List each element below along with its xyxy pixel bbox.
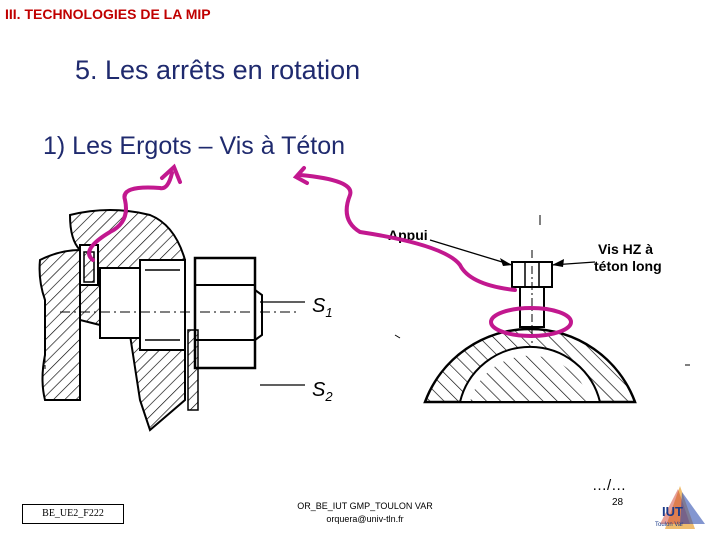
page-number: 28 [612,497,624,508]
annotation-ellipse [489,306,573,338]
ergot-assembly-drawing: S1 S2 [38,209,333,432]
logo-text-iut: IUT [662,504,683,519]
annotation-arrow-head-left [160,163,182,184]
label-vis-line1: Vis HZ à [598,241,653,257]
label-s1: S1 [312,295,333,320]
slide-subtitle: 1) Les Ergots – Vis à Téton [43,132,346,160]
technical-drawing: S1 S2 Appui Vis HZ à téton long [38,163,690,432]
reference-code: BE_UE2_F222 [22,504,124,524]
section-header: III. TECHNOLOGIES DE LA MIP [5,6,211,22]
annotation-arrow-right [298,173,517,292]
footer-line1: OR_BE_IUT GMP_TOULON VAR [297,501,433,511]
teton-screw-drawing: Appui Vis HZ à téton long [388,215,690,404]
footer-line2: orquera@univ-tln.fr [326,514,404,524]
logo-text-city: Toulon Var [655,522,683,528]
slide-title: 5. Les arrêts en rotation [75,55,361,85]
annotation-arrow-head-right [292,166,309,185]
magenta-annotations [87,163,573,338]
label-s2: S2 [312,379,333,404]
continuation-mark: …/… [592,477,627,494]
annotation-arrow-left [87,171,174,262]
label-vis-line2: téton long [594,258,662,274]
iut-toulon-logo: IUT Toulon Var [655,486,705,529]
footer-contact: OR_BE_IUT GMP_TOULON VAR orquera@univ-tl… [250,500,480,526]
